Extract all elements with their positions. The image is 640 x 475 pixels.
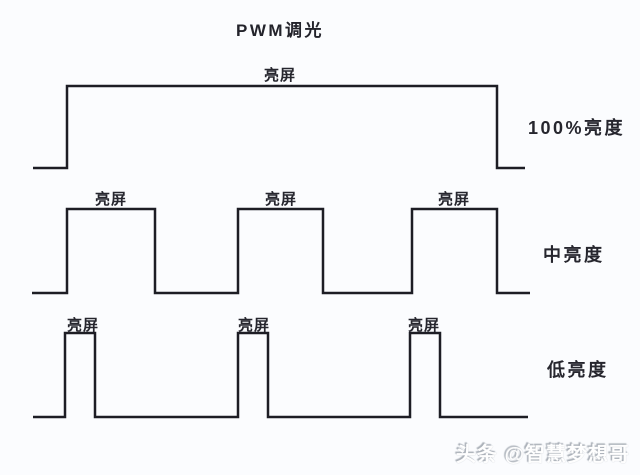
pulse-label-brightness-medium: 亮屏 [265,190,297,208]
pulse-label-brightness-medium: 亮屏 [438,190,470,208]
waveform-brightness-low [33,331,528,419]
pulse-label-brightness-low: 亮屏 [238,316,270,334]
brightness-label-brightness-medium: 中亮度 [543,244,605,265]
pulse-label-brightness-low: 亮屏 [408,316,440,334]
pulse-label-brightness-medium: 亮屏 [95,190,127,208]
diagram-title: PWM调光 [235,21,325,40]
watermark-text: 头条 @智慧梦想哥 [455,444,630,466]
pulse-label-brightness-low: 亮屏 [67,316,99,334]
waveform-brightness-100 [33,84,525,170]
brightness-label-brightness-low: 低亮度 [546,359,609,380]
brightness-label-brightness-100: 100%亮度 [528,117,625,138]
waveform-brightness-medium [32,207,530,295]
pulse-label-brightness-100: 亮屏 [264,66,296,84]
watermark: 头条 @智慧梦想哥 [456,438,630,467]
